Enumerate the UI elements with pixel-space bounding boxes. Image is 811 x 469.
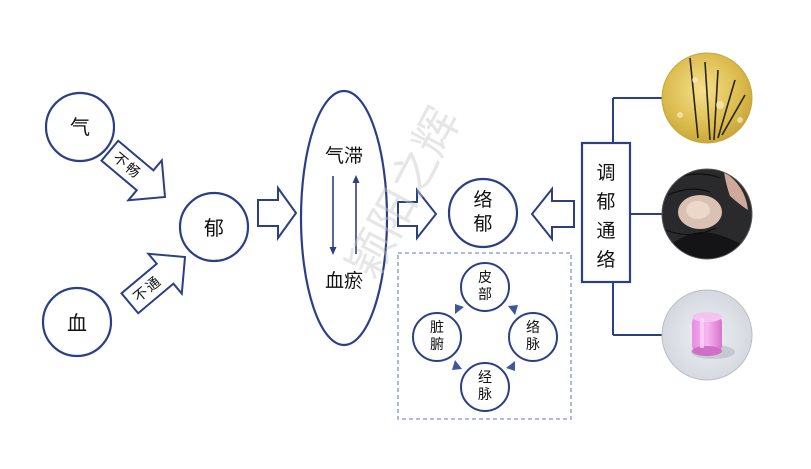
acupuncture-needles-photo bbox=[661, 52, 753, 144]
cycle-node-luomai: 络 脉 bbox=[508, 312, 558, 362]
xue-node: 血 bbox=[41, 286, 113, 358]
yu-node: 郁 bbox=[178, 191, 250, 263]
qi-node: 气 bbox=[44, 91, 116, 163]
ellipse-bottom-label: 血瘀 bbox=[325, 270, 363, 292]
therapy-char-4: 络 bbox=[596, 249, 615, 271]
luomai-line2: 脉 bbox=[526, 337, 540, 353]
cycle-node-pibu: 皮 部 bbox=[460, 262, 510, 312]
cycle-arrow-icon bbox=[455, 304, 464, 314]
cycle-arrow-icon bbox=[508, 305, 518, 315]
scalp-hair-photo bbox=[661, 168, 753, 260]
cycle-arrow-icon bbox=[452, 360, 462, 370]
qizhi-xueyu-ellipse: 气滞 血瘀 bbox=[299, 89, 389, 347]
pibu-line2: 部 bbox=[478, 287, 492, 303]
qi-label: 气 bbox=[70, 115, 90, 139]
arrow-yu-to-ellipse bbox=[257, 184, 298, 242]
zangfu-line1: 脏 bbox=[430, 320, 444, 336]
pink-cup-photo bbox=[661, 289, 753, 381]
up-arrow-icon bbox=[352, 175, 360, 254]
luoyu-label-1: 络郁 bbox=[473, 189, 492, 235]
yu-label: 郁 bbox=[204, 216, 224, 240]
cycle-dashed-box bbox=[397, 252, 572, 420]
cycle-node-zangfu: 脏 腑 bbox=[412, 312, 462, 362]
luomai-line1: 络 bbox=[526, 320, 540, 336]
ellipse-top-label: 气滞 bbox=[325, 145, 363, 167]
therapy-char-2: 郁 bbox=[596, 191, 615, 213]
xue-label: 血 bbox=[67, 311, 87, 335]
pibu-line1: 皮 bbox=[478, 270, 492, 286]
down-arrow-icon bbox=[329, 176, 337, 255]
arrow-ellipse-to-luoyu bbox=[397, 187, 438, 241]
cycle-arrow-icon bbox=[506, 361, 515, 371]
arrow-qi-to-yu: 不畅 bbox=[100, 139, 167, 202]
jingmai-line1: 经 bbox=[478, 370, 492, 386]
arrow-xue-to-yu: 不通 bbox=[120, 252, 187, 315]
luoyu-node: 络郁 bbox=[447, 177, 519, 249]
arrow-therapy-to-luoyu bbox=[530, 186, 575, 242]
therapy-box: 调 郁 通 络 bbox=[580, 141, 632, 284]
therapy-char-3: 通 bbox=[596, 220, 615, 242]
zangfu-line2: 腑 bbox=[430, 337, 444, 353]
therapy-char-1: 调 bbox=[596, 162, 615, 184]
bracket-connector bbox=[612, 97, 663, 336]
cycle-node-jingmai: 经 脉 bbox=[460, 362, 510, 412]
jingmai-line2: 脉 bbox=[478, 387, 492, 403]
